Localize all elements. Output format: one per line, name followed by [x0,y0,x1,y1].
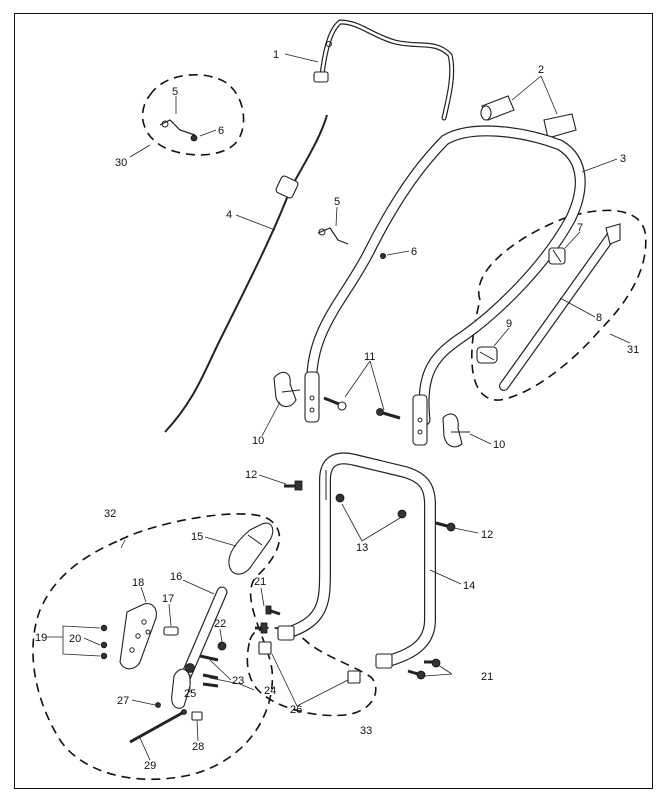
callout-13: 13 [356,542,368,554]
part-17-bolt [163,626,179,636]
callout-2: 2 [538,64,544,76]
group-outline-30 [141,73,245,156]
callout-31: 31 [627,344,639,356]
callout-11: 11 [364,351,375,363]
group-outline-31 [471,209,647,401]
callout-12b: 12 [481,529,493,541]
part-25-spacer [185,663,195,673]
part-13-nuts [335,493,407,519]
part-21-bolts-right [407,658,441,680]
callout-5a: 5 [172,86,178,98]
callout-26: 26 [290,704,302,716]
part-28-bolt [191,711,203,721]
callout-19: 19 [35,632,47,644]
part-8-rod [499,223,621,391]
callout-29: 29 [144,760,156,772]
callout-16: 16 [170,571,182,583]
callout-20: 20 [69,633,81,645]
part-12-bolt-left [284,480,303,491]
callout-15: 15 [191,531,203,543]
callout-5b: 5 [334,196,340,208]
part-20-nuts [100,624,108,660]
part-10-knob-right [442,413,470,448]
part-11-bolt-left [323,396,347,411]
callout-8: 8 [596,312,602,324]
part-29-rod [129,709,187,744]
callout-1: 1 [273,49,279,61]
part-27-washer [155,702,161,708]
part-3-upper-handle [304,125,586,446]
callout-24: 24 [264,685,276,697]
part-22-nut [217,641,227,651]
part-10-knob-left [273,371,301,408]
part-12-bolt-right [435,521,456,532]
callout-12a: 12 [245,469,257,481]
callout-17: 17 [162,593,174,605]
leader-lines [47,53,631,761]
group-outline-32 [32,513,281,781]
diagram-border [14,13,653,789]
callout-21b: 21 [481,671,493,683]
callout-32: 32 [104,508,116,520]
callout-7: 7 [577,222,583,234]
callout-6b: 6 [411,246,417,258]
group-outline-33 [246,626,377,717]
callout-6a: 6 [218,125,224,137]
callout-25: 25 [184,688,196,700]
part-16-lever [171,586,228,709]
callout-3: 3 [620,153,626,165]
callout-4: 4 [226,209,232,221]
part-18-plate [119,603,157,670]
part-15-grip [228,522,274,575]
part-6-nut-a [190,134,198,142]
part-11-bolt-right [376,408,401,420]
part-23-24-bolts [199,654,219,688]
callout-18: 18 [132,577,144,589]
callout-28: 28 [192,741,204,753]
part-7-clip [548,247,566,265]
callout-14: 14 [463,580,475,592]
part-6-nut-b [379,252,386,259]
part-2-handle-grips [480,95,577,139]
part-5-spring-latch-a [159,119,196,136]
part-4-control-cable [164,114,328,433]
callout-9: 9 [506,318,512,330]
callout-30: 30 [115,157,127,169]
callout-22: 22 [214,618,226,630]
callout-33: 33 [360,725,372,737]
part-1-control-bail [313,19,455,121]
part-5-spring-latch-b [317,227,349,245]
part-14-lower-handle [277,452,436,669]
callout-10a: 10 [252,435,264,447]
callout-27: 27 [117,695,129,707]
callout-23: 23 [232,675,244,687]
part-26-blocks [258,641,361,684]
callout-21a: 21 [254,576,266,588]
part-9-clip [476,346,498,364]
callout-10b: 10 [493,439,505,451]
part-21-bolts-left [255,605,281,634]
callout-labels: 1 2 3 4 5 5 6 6 7 8 9 10 10 11 12 12 13 … [35,49,639,772]
